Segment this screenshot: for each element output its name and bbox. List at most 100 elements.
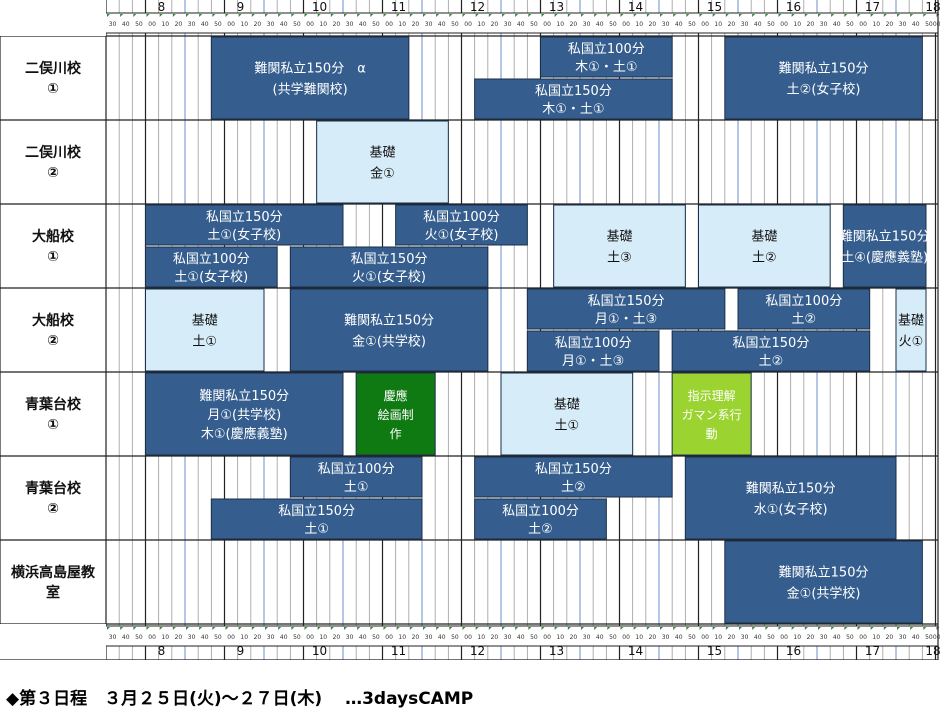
minute-tick-label: 20: [649, 634, 657, 641]
minute-tick-marker: [396, 627, 400, 630]
minute-tick-label: 40: [517, 21, 525, 28]
minute-tick-marker: [581, 14, 584, 17]
minute-tick-label: 50: [688, 634, 696, 641]
minute-tick-marker: [752, 627, 756, 630]
lesson-text: 難関私立150分: [746, 482, 836, 497]
minute-tick-label: 10: [872, 21, 880, 28]
lesson-text: 土②: [759, 354, 784, 369]
minute-tick-label: 30: [267, 21, 275, 28]
minute-tick-marker: [475, 14, 479, 17]
minute-tick-label: 40: [596, 21, 604, 28]
lesson-text: 土①(女子校): [207, 227, 281, 243]
minute-tick-label: 50: [688, 21, 696, 28]
room-label: 二俣川校: [25, 60, 82, 77]
minute-tick-label: 40: [359, 21, 367, 28]
minute-tick-label: 20: [570, 634, 578, 641]
minute-tick-marker: [133, 14, 137, 17]
minute-tick-marker: [304, 627, 308, 630]
lesson-text: 火①: [899, 335, 924, 350]
minute-tick-marker: [528, 14, 532, 17]
lesson-text: 難関私立150分: [840, 230, 930, 245]
minute-tick-label: 00: [933, 634, 940, 641]
lesson-block-bg: [526, 288, 726, 330]
minute-tick-label: 40: [280, 21, 288, 28]
minute-tick-marker: [370, 14, 374, 17]
minute-tick-marker: [502, 627, 505, 630]
minute-tick-label: 00: [780, 634, 788, 641]
minute-tick-label: 50: [925, 21, 933, 28]
minute-tick-label: 40: [438, 634, 446, 641]
minute-tick-label: 00: [227, 21, 235, 28]
hour-label: 10: [312, 0, 327, 14]
lesson-text: 月①(共学校): [207, 407, 281, 423]
lesson-text: 基礎: [898, 314, 924, 329]
minute-tick-label: 10: [793, 21, 801, 28]
minute-tick-label: 10: [635, 21, 643, 28]
lesson-block-bg: [210, 498, 423, 540]
minute-tick-marker: [462, 627, 466, 630]
minute-tick-label: 30: [267, 634, 275, 641]
minute-tick-label: 30: [109, 21, 117, 28]
minute-tick-label: 00: [933, 21, 940, 28]
minute-tick-label: 20: [491, 634, 499, 641]
lesson-block-bg: [724, 36, 923, 120]
minute-tick-marker: [554, 627, 558, 630]
lesson-text: 動: [706, 427, 718, 441]
minute-tick-label: 20: [649, 21, 657, 28]
lesson-block-bg: [145, 372, 344, 456]
minute-tick-marker: [475, 627, 479, 630]
minute-tick-label: 30: [109, 634, 117, 641]
minute-tick-label: 50: [214, 634, 222, 641]
minute-tick-marker: [673, 14, 677, 17]
minute-tick-label: 00: [780, 21, 788, 28]
minute-tick-label: 10: [398, 634, 406, 641]
minute-tick-label: 20: [254, 21, 262, 28]
lesson-text: 基礎: [369, 146, 395, 161]
minute-tick-marker: [910, 14, 914, 17]
minute-tick-marker: [515, 627, 519, 630]
lesson-text: 私国立100分: [173, 252, 250, 267]
minute-tick-label: 20: [254, 634, 262, 641]
lesson-text: 基礎: [751, 230, 777, 245]
minute-tick-marker: [646, 627, 650, 630]
room-label: ①: [47, 417, 59, 433]
minute-tick-label: 30: [899, 21, 907, 28]
lesson-text: 土①: [344, 480, 369, 495]
minute-tick-marker: [607, 627, 611, 630]
minute-tick-marker: [383, 14, 387, 17]
minute-tick-marker: [159, 627, 163, 630]
minute-tick-label: 00: [859, 634, 867, 641]
minute-tick-label: 00: [701, 21, 709, 28]
lesson-text: 私国立150分: [278, 504, 355, 519]
lesson-block-bg: [526, 330, 660, 372]
hour-label: 14: [628, 644, 643, 658]
lesson-text: 水①(女子校): [754, 502, 828, 518]
lesson-text: 土②: [528, 522, 553, 537]
lesson-block-bg: [671, 372, 752, 456]
minute-tick-label: 00: [464, 21, 472, 28]
lesson-text: 難関私立150分 α: [254, 62, 365, 77]
minute-tick-marker: [910, 627, 914, 630]
minute-tick-marker: [765, 14, 769, 17]
minute-strip: [106, 626, 938, 646]
lesson-text: 私国立100分: [423, 210, 500, 225]
minute-tick-label: 10: [635, 634, 643, 641]
minute-tick-label: 20: [412, 21, 420, 28]
minute-tick-label: 30: [583, 634, 591, 641]
lesson-block-bg: [895, 288, 927, 372]
minute-tick-label: 20: [491, 21, 499, 28]
minute-tick-marker: [897, 14, 900, 17]
minute-tick-label: 10: [556, 21, 564, 28]
minute-tick-label: 30: [820, 21, 828, 28]
minute-tick-label: 30: [188, 21, 196, 28]
